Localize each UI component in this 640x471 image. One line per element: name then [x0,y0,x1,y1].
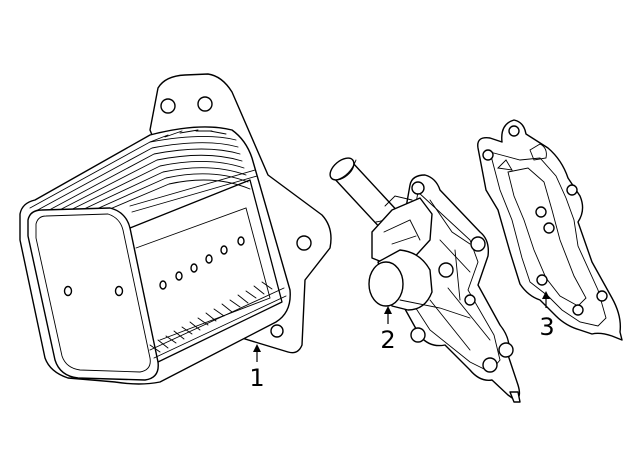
gasket-hole [508,125,520,137]
pump-bolt-hole [464,294,476,306]
pump-bolt-hole [498,342,514,358]
gasket-hole [543,222,555,234]
side-panel-dimples [159,236,245,290]
part-1-side-panel [129,179,283,363]
gasket-hole [535,206,547,218]
callout-3: 3 [539,291,555,341]
cooler-plate-lines [29,129,258,232]
part-3-gasket [477,119,623,341]
part-2-pump-body [371,197,433,267]
side-panel-inner [135,207,271,341]
gasket-inner-cutout [507,167,587,307]
callout-1: 1 [249,344,265,392]
front-face-dimple [63,285,73,297]
gasket-hole [596,290,608,302]
flange-hole [296,235,312,251]
pump-bolt-hole [482,357,498,373]
gasket-hole [566,184,578,196]
inlet-pipe-opening [329,157,355,181]
front-face-inner-edge [35,213,151,373]
impeller-housing-face [368,261,404,307]
callout-3-label: 3 [539,313,554,341]
pump-bolt-hole [470,236,486,252]
flange-hole [270,324,284,338]
flange-plate-ribs [429,199,491,351]
flange-hole [197,96,213,112]
pump-bolt-hole [410,327,426,343]
pump-bolt-hole [411,181,425,195]
callout-1-label: 1 [249,364,264,392]
callout-2: 2 [380,306,396,354]
front-face-dimple [114,285,124,297]
gasket-inner-bead [489,151,607,327]
gasket-hole [536,274,548,286]
flange-hole [160,98,176,114]
gasket-slot [529,143,547,161]
bottom-fins [149,281,287,359]
callout-2-label: 2 [380,326,395,354]
part-2-pump-housing [329,157,521,403]
pump-bolt-hole [438,262,454,278]
part-1-oil-cooler [19,73,332,385]
pump-stud [509,391,521,403]
gasket-hole [572,304,584,316]
gasket-hole [482,149,494,161]
